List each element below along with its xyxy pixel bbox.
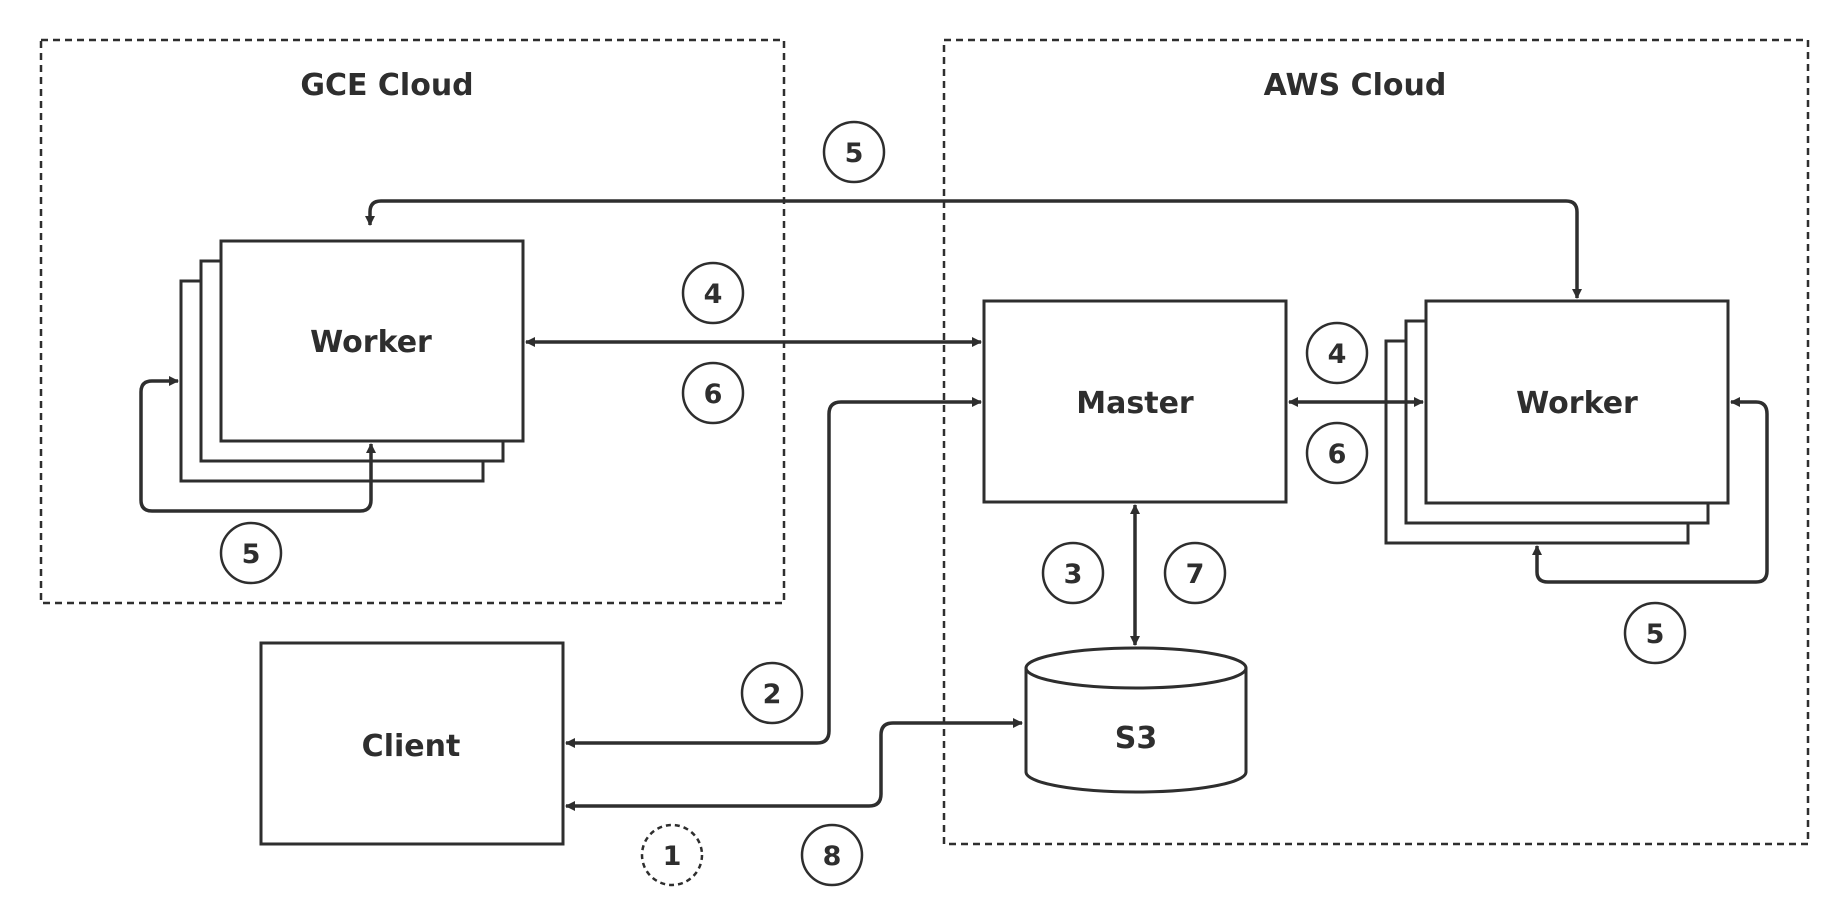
step-badge-aws-self-5: 5 bbox=[1623, 601, 1687, 665]
step-badge-aws-4: 4 bbox=[1305, 321, 1369, 385]
gce-worker-label: Worker bbox=[310, 325, 432, 360]
aws-worker-label: Worker bbox=[1516, 386, 1638, 421]
step-badge-top-5: 5 bbox=[822, 120, 886, 184]
step-badge-gce-6: 6 bbox=[681, 361, 745, 425]
master-label: Master bbox=[1076, 386, 1194, 421]
svg-text:8: 8 bbox=[823, 841, 842, 872]
svg-text:1: 1 bbox=[663, 841, 682, 872]
s3-storage: S3 bbox=[1024, 646, 1248, 794]
gce-worker-self-loop bbox=[139, 376, 376, 513]
svg-text:4: 4 bbox=[1328, 339, 1347, 370]
step-badge-client-8: 8 bbox=[800, 823, 864, 887]
step-badge-s3-3: 3 bbox=[1041, 541, 1105, 605]
svg-text:6: 6 bbox=[704, 379, 723, 410]
svg-text:3: 3 bbox=[1064, 559, 1083, 590]
aws-cloud-title: AWS Cloud bbox=[1264, 68, 1447, 103]
step-badge-client-2: 2 bbox=[740, 661, 804, 725]
client-label: Client bbox=[362, 729, 461, 764]
svg-text:7: 7 bbox=[1186, 559, 1205, 590]
svg-text:5: 5 bbox=[845, 138, 864, 169]
client-s3-link bbox=[565, 718, 1023, 811]
svg-text:4: 4 bbox=[704, 279, 723, 310]
step-badge-client-1: 1 bbox=[640, 823, 704, 887]
master-node bbox=[982, 299, 1288, 504]
step-badge-gce-4: 4 bbox=[681, 261, 745, 325]
s3-label: S3 bbox=[1115, 721, 1157, 756]
gce-cloud-title: GCE Cloud bbox=[300, 68, 473, 103]
gce-worker-stack: Worker bbox=[179, 239, 525, 483]
step-badge-gce-self-5: 5 bbox=[219, 521, 283, 585]
gce-cloud-zone bbox=[39, 38, 786, 605]
client-node bbox=[259, 641, 565, 846]
svg-text:2: 2 bbox=[763, 679, 782, 710]
svg-text:6: 6 bbox=[1328, 439, 1347, 470]
gce-aws-worker-link bbox=[365, 199, 1582, 299]
aws-worker-self-loop bbox=[1532, 397, 1769, 584]
aws-worker-stack: Worker bbox=[1384, 299, 1730, 545]
svg-text:5: 5 bbox=[1646, 619, 1665, 650]
step-badge-s3-7: 7 bbox=[1163, 541, 1227, 605]
svg-text:5: 5 bbox=[242, 539, 261, 570]
step-badge-aws-6: 6 bbox=[1305, 421, 1369, 485]
